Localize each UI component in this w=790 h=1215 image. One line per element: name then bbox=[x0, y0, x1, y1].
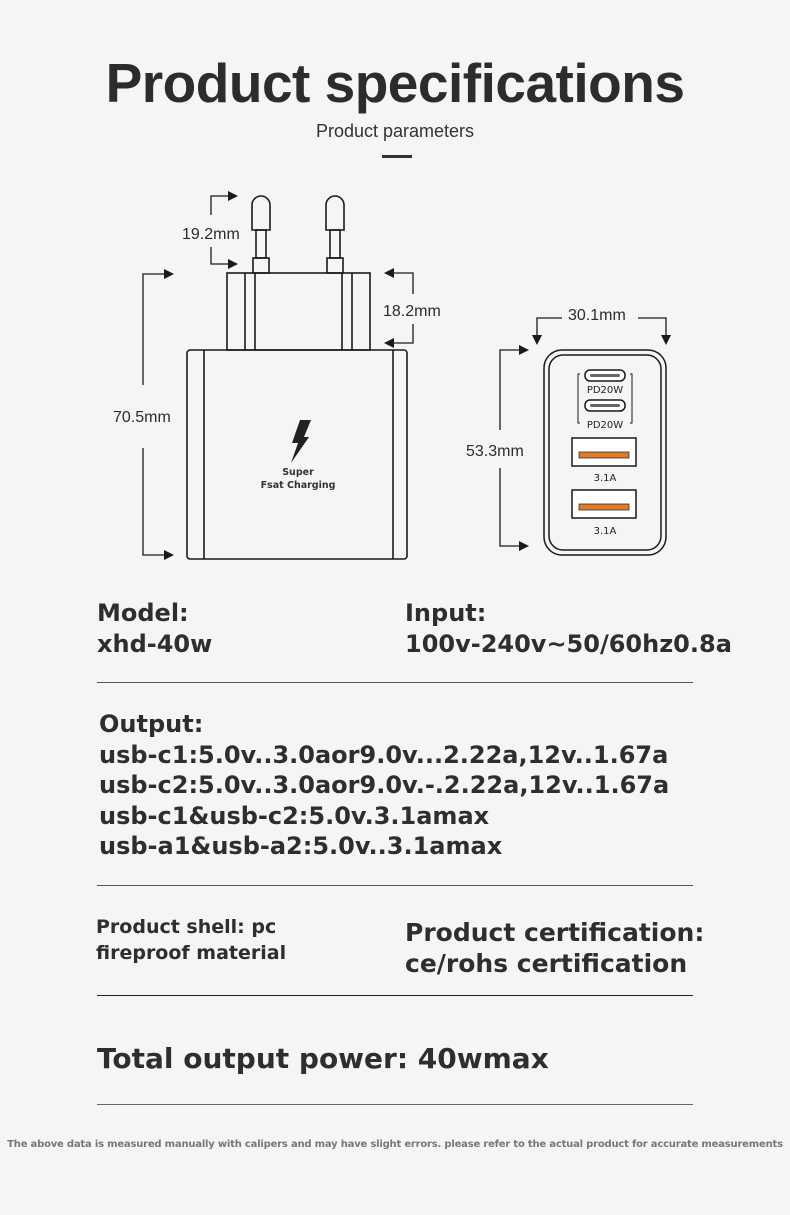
dim-side-width bbox=[532, 317, 671, 345]
divider-2 bbox=[97, 885, 693, 886]
usb-c-port-2-label: PD20W bbox=[587, 420, 623, 431]
charger-side-view bbox=[543, 349, 667, 556]
model-section: Model: xhd-40w bbox=[97, 598, 212, 660]
output-line: usb-c1:5.0v..3.0aor9.0v...2.22a,12v..1.6… bbox=[99, 740, 669, 769]
usb-c-port-1-label: PD20W bbox=[587, 385, 623, 396]
charger-front-view bbox=[186, 195, 408, 560]
model-value: xhd-40w bbox=[97, 630, 213, 658]
usb-a-port-2-label: 3.1A bbox=[594, 526, 617, 537]
output-line: usb-c2:5.0v..3.0aor9.0v.-.2.22a,12v..1.6… bbox=[99, 771, 670, 799]
lightning-bolt-icon bbox=[291, 420, 311, 463]
usb-a-port-1-label: 3.1A bbox=[594, 473, 617, 484]
output-section: Output: usb-c1:5.0v..3.0aor9.0v...2.22a,… bbox=[99, 709, 669, 862]
output-label: Output: bbox=[99, 710, 204, 738]
logo-text-line2: Fsat Charging bbox=[261, 480, 336, 491]
dim-body-height-label: 70.5mm bbox=[113, 409, 171, 426]
title-underline bbox=[382, 155, 412, 158]
certification-value: ce/rohs certification bbox=[405, 949, 688, 978]
footnote: The above data is measured manually with… bbox=[7, 1139, 783, 1150]
usb-a-port-2 bbox=[571, 489, 637, 519]
dim-side-width-label: 30.1mm bbox=[568, 307, 626, 324]
dimension-diagram: Super Fsat Charging 19.2mm 18.2mm 70.5mm… bbox=[113, 191, 671, 560]
dim-prong-length-label: 19.2mm bbox=[182, 226, 240, 243]
input-value: 100v-240v~50/60hz0.8a bbox=[405, 630, 732, 658]
usb-c-port-2 bbox=[584, 399, 626, 412]
input-section: Input: 100v-240v~50/60hz0.8a bbox=[405, 598, 732, 660]
shell-section: Product shell: pc fireproof material bbox=[96, 914, 286, 966]
dim-plug-base-height bbox=[384, 268, 414, 348]
certification-label: Product certification: bbox=[405, 918, 705, 947]
certification-section: Product certification: ce/rohs certifica… bbox=[405, 917, 704, 979]
page-title: Product specifications bbox=[105, 52, 685, 114]
dim-prong-length bbox=[210, 191, 238, 269]
output-line: usb-c1&usb-c2:5.0v.3.1amax bbox=[99, 801, 490, 830]
shell-line1: Product shell: pc bbox=[96, 916, 277, 938]
input-label: Input: bbox=[405, 599, 487, 627]
dim-plug-base-height-label: 18.2mm bbox=[383, 303, 441, 320]
charger-body bbox=[186, 349, 408, 560]
logo-text-line1: Super bbox=[282, 467, 314, 478]
usb-c-port-1 bbox=[584, 369, 626, 382]
model-label: Model: bbox=[97, 599, 189, 627]
divider-1 bbox=[97, 682, 693, 683]
divider-4 bbox=[97, 1104, 693, 1105]
plug-base bbox=[226, 272, 371, 351]
page-subtitle: Product parameters bbox=[315, 121, 475, 141]
plug-prong-right bbox=[325, 195, 345, 274]
shell-line2: fireproof material bbox=[96, 942, 287, 964]
plug-prong-left bbox=[251, 195, 271, 274]
dim-side-height-label: 53.3mm bbox=[466, 443, 524, 460]
divider-3 bbox=[97, 995, 693, 996]
dim-side-height bbox=[499, 345, 529, 551]
output-line: usb-a1&usb-a2:5.0v..3.1amax bbox=[99, 832, 503, 860]
total-power: Total output power: 40wmax bbox=[97, 1042, 549, 1075]
usb-a-port-1 bbox=[571, 437, 637, 467]
dim-body-height bbox=[142, 269, 174, 560]
